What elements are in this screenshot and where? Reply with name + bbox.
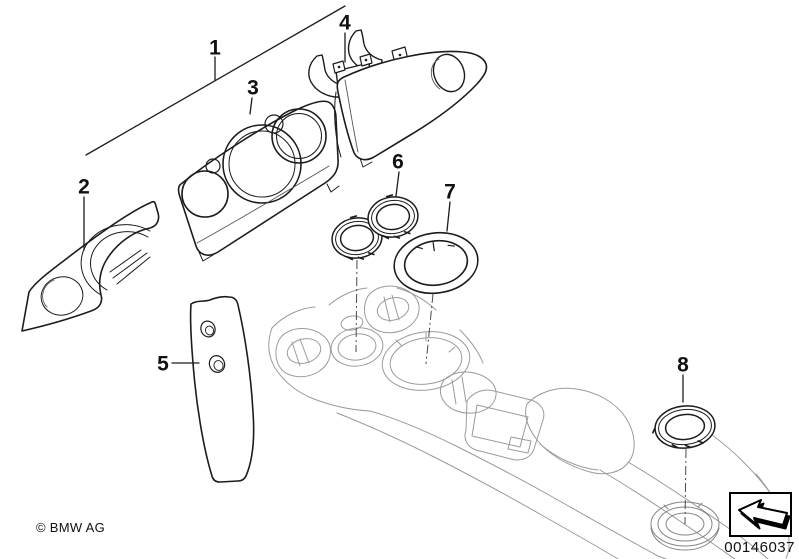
leader-line-7 <box>446 201 451 232</box>
leader-line-assembly-1 <box>85 5 346 156</box>
center-line-ring7 <box>425 293 434 365</box>
leader-line-6 <box>395 171 400 197</box>
driving-direction-indicator <box>729 492 792 537</box>
part-8-cup-ring-drawing <box>651 405 716 449</box>
callout-4[interactable]: 4 <box>339 11 351 35</box>
part-6-gauge-ring-right-drawing <box>367 194 419 240</box>
center-line-ring8 <box>684 448 687 525</box>
copyright-text: © BMW AG <box>36 520 106 535</box>
assembly-center-lines <box>355 259 687 525</box>
part-4-glovebox-lid-drawing <box>308 29 488 168</box>
callout-7[interactable]: 7 <box>444 180 456 204</box>
callout-1[interactable]: 1 <box>209 36 221 60</box>
part-2-dash-end-trim-drawing <box>21 200 160 332</box>
part-6-gauge-ring-left-drawing <box>331 215 383 261</box>
part-3-instrument-surround-drawing <box>177 100 340 262</box>
callout-6[interactable]: 6 <box>392 150 404 174</box>
part-7-large-ring-drawing <box>393 231 479 295</box>
part-5-pillar-trim-drawing <box>189 295 255 483</box>
callout-5[interactable]: 5 <box>157 352 169 376</box>
center-console-sketch <box>268 285 790 559</box>
center-line-ring6 <box>355 259 358 353</box>
callout-3[interactable]: 3 <box>247 76 259 100</box>
direction-arrow-icon <box>738 499 790 530</box>
callout-2[interactable]: 2 <box>78 175 90 199</box>
callout-8[interactable]: 8 <box>677 353 689 377</box>
leader-line-3 <box>249 97 253 115</box>
callout-leader-lines <box>83 5 684 403</box>
diagram-number: 00146037 <box>724 539 795 556</box>
